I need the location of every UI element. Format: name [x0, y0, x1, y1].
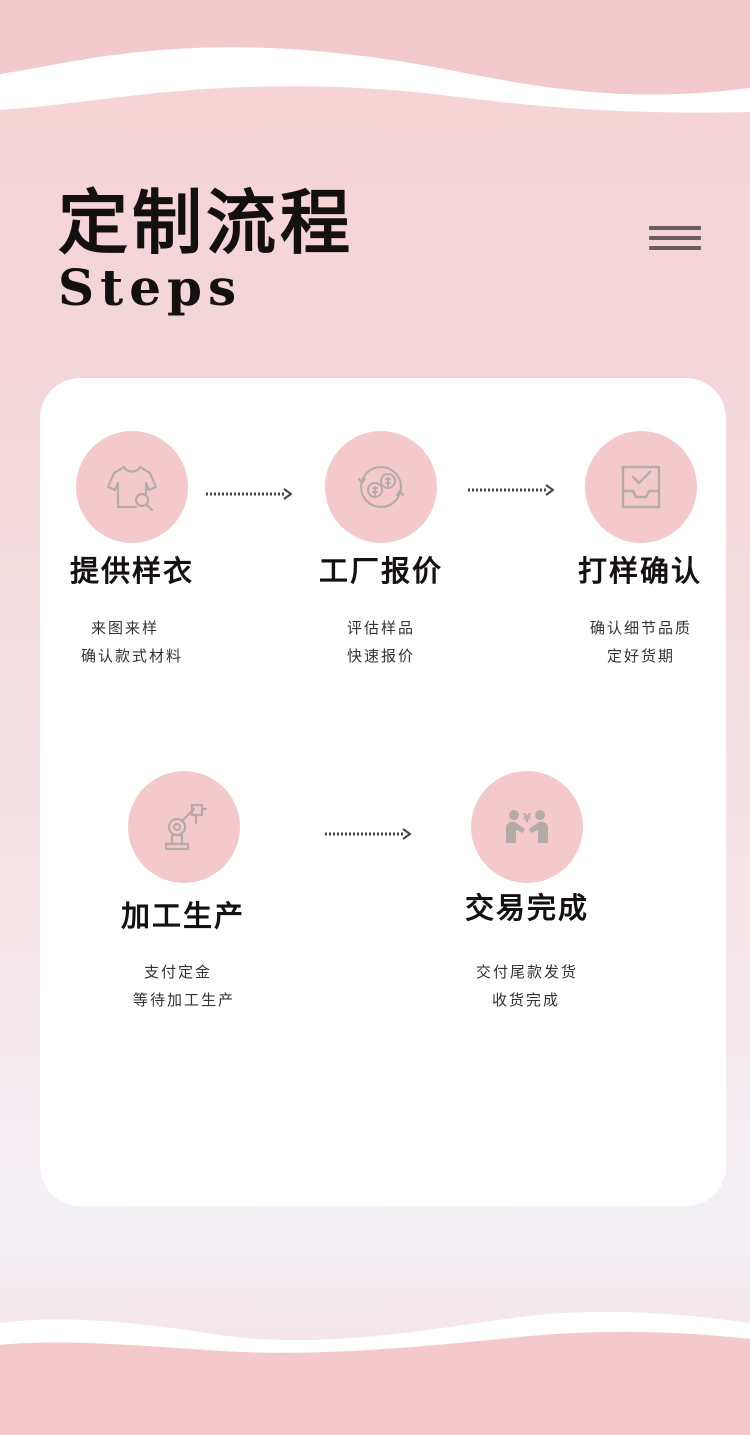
arrow-right-icon	[325, 828, 411, 840]
page-subtitle: Steps	[58, 258, 243, 317]
step-icon-circle	[128, 771, 240, 883]
step-title: 交易完成	[464, 891, 589, 925]
step-desc-line: 来图来样	[90, 619, 159, 637]
step-title: 提供样衣	[69, 554, 194, 588]
step-icon-circle	[76, 431, 188, 543]
menu-bar	[649, 236, 701, 240]
step-desc-line: 评估样品	[346, 619, 415, 637]
step-icon-circle	[325, 431, 437, 543]
step-icon-circle	[585, 431, 697, 543]
inbox-check-icon	[621, 465, 661, 509]
step-desc-line: 确认款式材料	[80, 647, 183, 665]
handshake-yuan-icon: ¥	[506, 810, 548, 843]
step-desc-line: 定好货期	[606, 647, 675, 665]
bottom-wave-decoration	[0, 1311, 750, 1435]
hamburger-menu-icon[interactable]	[649, 226, 701, 252]
robot-arm-icon	[164, 803, 208, 851]
page-title: 定制流程	[58, 181, 354, 264]
steps-card: 提供样衣 来图来样 确认款式材料 工厂报价 评估样品 快速报价	[40, 378, 726, 1206]
svg-text:¥: ¥	[523, 811, 532, 825]
top-wave-decoration	[0, 0, 750, 113]
step-desc-line: 收货完成	[491, 991, 560, 1009]
step-icon-circle: ¥	[471, 771, 583, 883]
menu-bar	[649, 226, 701, 230]
step-desc-line: 等待加工生产	[132, 991, 235, 1009]
arrow-right-icon	[468, 484, 554, 496]
arrow-right-icon	[206, 488, 292, 500]
currency-exchange-icon	[358, 466, 404, 508]
step-desc-line: 确认细节品质	[589, 619, 692, 637]
step-desc-line: 交付尾款发货	[475, 963, 578, 981]
step-title: 工厂报价	[318, 554, 443, 588]
step-title: 加工生产	[120, 899, 245, 933]
menu-bar	[649, 246, 701, 250]
shirt-search-icon	[106, 465, 158, 512]
step-desc-line: 支付定金	[143, 963, 212, 981]
step-title: 打样确认	[577, 554, 702, 588]
step-desc-line: 快速报价	[346, 647, 415, 665]
